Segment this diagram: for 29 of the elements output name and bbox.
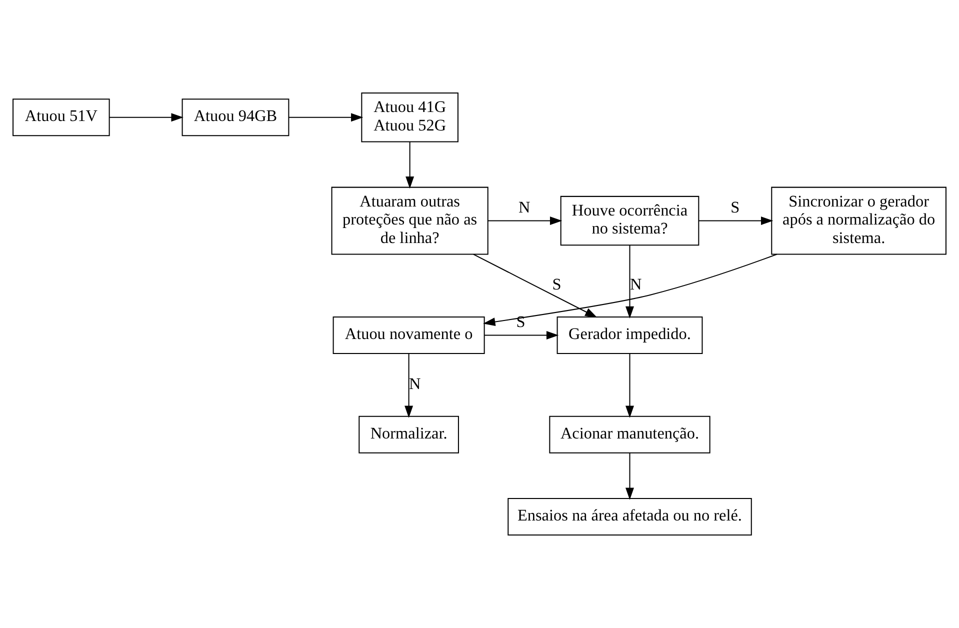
node-box: Acionar manutenção. (549, 416, 710, 454)
arrow (698, 216, 774, 226)
node-box: Atuou 41G Atuou 52G (361, 92, 458, 142)
arrow (625, 245, 634, 318)
arrow (288, 113, 364, 122)
node-box: Atuou 94GB (182, 98, 290, 136)
edge-label: N (409, 374, 421, 393)
arrow (404, 354, 414, 418)
arrow (110, 113, 184, 122)
arrow (406, 142, 414, 189)
node-box: Atuou novamente o (332, 316, 485, 354)
arrow (625, 453, 634, 500)
node-box: Sincronizar o gerador após a normalização do sistema. (771, 186, 946, 255)
node-box: Ensaios na área afetada ou no relé. (508, 498, 752, 536)
node-box: Atuou 51V (12, 98, 110, 136)
node-box: Atuaram outras proteções que não as de linha? (331, 186, 488, 255)
arrow (483, 254, 778, 326)
node-box: Houve ocorrência no sistema? (560, 196, 700, 246)
edge-label: N (518, 198, 530, 216)
node-box: Gerador impedido. (556, 316, 703, 354)
arrow (625, 354, 634, 418)
node-box: Normalizar. (358, 416, 459, 454)
edge-label: S (730, 198, 740, 216)
arrow (488, 216, 562, 226)
edge-label: N (630, 275, 642, 294)
edge-label: S (516, 312, 526, 331)
edge-label: S (552, 275, 562, 294)
arrow (484, 331, 559, 340)
arrow (473, 254, 598, 318)
